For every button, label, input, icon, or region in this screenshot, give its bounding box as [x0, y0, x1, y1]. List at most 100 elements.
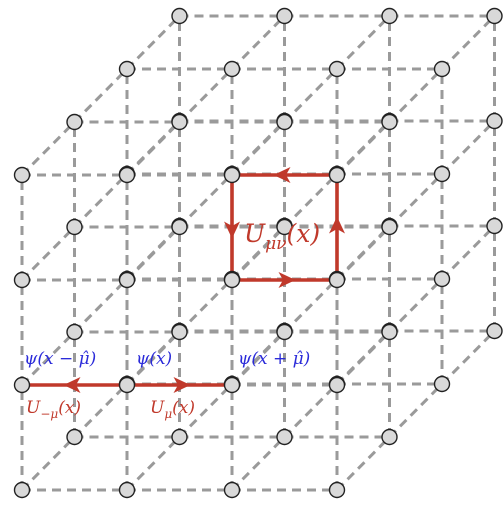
lattice-site: [328, 60, 346, 78]
lattice-site: [66, 218, 83, 236]
lattice-edge: [335, 225, 391, 282]
lattice-site: [381, 218, 398, 236]
lattice-edge: [440, 329, 496, 386]
lattice-site: [223, 166, 241, 184]
lattice-site: [13, 166, 31, 184]
lattice-site: [66, 113, 83, 131]
lattice-edge: [440, 224, 496, 281]
lattice-site: [276, 428, 293, 446]
lattice-site: [223, 481, 241, 499]
plaquette-arrow-up: [329, 216, 345, 234]
lattice-edge: [73, 382, 129, 439]
lattice-site: [223, 271, 241, 289]
lattice-edge: [335, 120, 391, 177]
lattice-edge: [335, 330, 391, 387]
lattice-edge: [388, 277, 444, 334]
diagram-labels: Uμν(x) ψ(x − μ̂) ψ(x) ψ(x + μ̂) U−μ(x) U…: [24, 219, 320, 421]
lattice-edge: [178, 172, 234, 229]
lattice-site: [328, 271, 346, 289]
link-backward-arrow: [63, 377, 81, 393]
lattice-sites: [13, 7, 503, 499]
lattice-site: [276, 218, 293, 236]
link-forward-label: Uμ(x): [150, 398, 195, 421]
lattice-site: [118, 166, 136, 184]
psi-left-label: ψ(x − μ̂): [24, 349, 96, 369]
lattice-edge: [125, 225, 181, 282]
plaquette-arrow-right: [278, 272, 296, 288]
lattice-site: [118, 376, 136, 394]
lattice-edge: [335, 14, 391, 71]
lattice-site: [171, 113, 188, 131]
lattice-edge: [440, 119, 496, 176]
gauge-links: [20, 167, 345, 393]
lattice-site: [276, 323, 293, 341]
lattice-site: [328, 481, 346, 499]
lattice-edge: [178, 277, 234, 334]
lattice-site: [66, 428, 83, 446]
lattice-edge: [335, 435, 391, 492]
lattice-edge: [440, 14, 496, 71]
lattice-edge: [20, 120, 76, 177]
lattice-edge: [20, 435, 76, 492]
lattice-site: [66, 323, 83, 341]
lattice-site: [13, 481, 31, 499]
lattice-edge: [388, 67, 444, 124]
lattice-site: [381, 113, 398, 131]
lattice-site: [328, 166, 346, 184]
lattice-edge: [125, 330, 181, 387]
psi-right-label: ψ(x + μ̂): [238, 349, 310, 369]
lattice-edge: [230, 120, 286, 177]
lattice-edge: [283, 67, 339, 124]
lattice-edge: [388, 172, 444, 229]
lattice-edge: [283, 382, 339, 439]
lattice-edge: [73, 277, 129, 334]
lattice-edge: [178, 382, 234, 439]
lattice-edge: [230, 435, 286, 492]
lattice-site: [276, 113, 293, 131]
plaquette-label: Uμν(x): [244, 219, 320, 254]
lattice-site: [223, 376, 241, 394]
link-forward-arrow: [173, 377, 191, 393]
lattice-edge: [20, 330, 76, 387]
lattice-edge: [73, 67, 129, 124]
lattice-edge: [388, 382, 444, 439]
lattice-site: [328, 376, 346, 394]
lattice-site: [171, 218, 188, 236]
lattice-site: [381, 7, 398, 25]
psi-center-label: ψ(x): [136, 349, 172, 369]
lattice-site: [381, 323, 398, 341]
lattice-site: [118, 271, 136, 289]
lattice-site: [13, 271, 31, 289]
lattice-site: [433, 270, 451, 288]
lattice-site: [13, 376, 31, 394]
lattice-edge: [230, 225, 286, 282]
lattice-edge: [125, 435, 181, 492]
lattice-edge: [20, 225, 76, 282]
lattice-edge: [125, 120, 181, 177]
lattice-site: [486, 7, 503, 25]
lattice-edge: [125, 14, 181, 71]
lattice-site: [276, 7, 293, 25]
lattice-site: [118, 60, 136, 78]
lattice-site: [486, 217, 503, 235]
lattice-site: [433, 165, 451, 183]
lattice-edge: [73, 172, 129, 229]
lattice-edges: [20, 14, 496, 492]
lattice-edge: [178, 67, 234, 124]
lattice-site: [433, 60, 451, 78]
lattice-site: [381, 428, 398, 446]
lattice-site: [171, 323, 188, 341]
plaquette-arrow-down: [224, 221, 240, 239]
lattice-edge: [283, 172, 339, 229]
lattice-site: [171, 428, 188, 446]
link-backward-label: U−μ(x): [26, 398, 81, 421]
lattice-site: [223, 60, 241, 78]
lattice-edge: [230, 14, 286, 71]
lattice-edge: [283, 277, 339, 334]
lattice-site: [118, 481, 136, 499]
lattice-edge: [230, 330, 286, 387]
lattice-site: [486, 112, 503, 130]
lattice-site: [171, 7, 188, 25]
